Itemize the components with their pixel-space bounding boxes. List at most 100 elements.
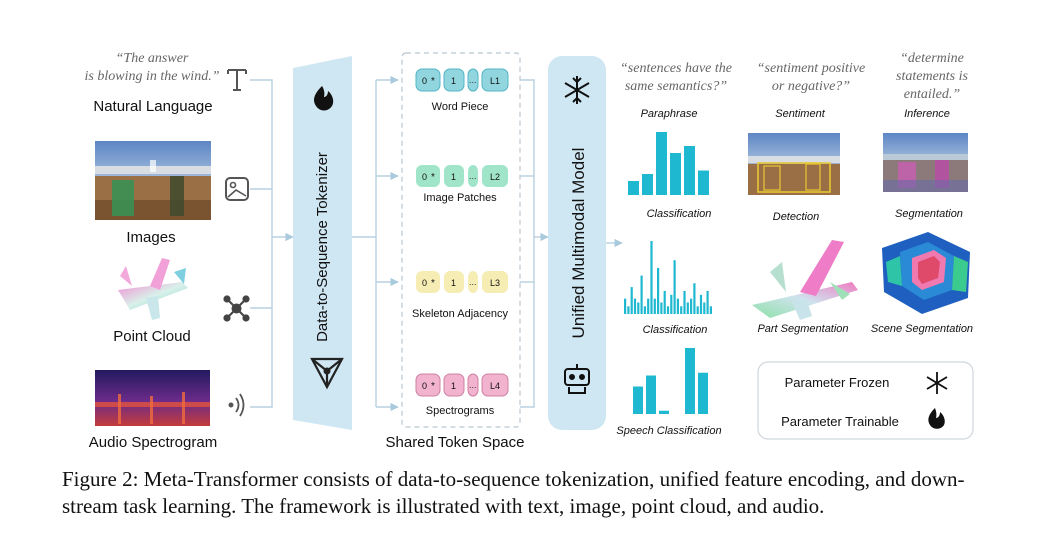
- token-model-connectors: [520, 79, 549, 408]
- token-cell: [416, 165, 440, 187]
- token-cell: [415, 68, 441, 92]
- bar: [670, 294, 673, 314]
- classification-label-2: Classification: [643, 324, 708, 336]
- bar: [703, 302, 706, 314]
- shared-token-space-label: Shared Token Space: [386, 434, 525, 451]
- token-space-box: [401, 52, 521, 428]
- image-icon: [225, 177, 249, 201]
- bar: [646, 375, 656, 414]
- legend-frozen-label: Parameter Frozen: [785, 375, 890, 390]
- bar: [650, 241, 653, 314]
- token-index-0: 0: [422, 381, 427, 391]
- robot-icon: [564, 364, 590, 394]
- part-segmentation-airplane: [752, 240, 858, 320]
- part-segmentation-label: Part Segmentation: [757, 323, 848, 335]
- token-group-label: Skeleton Adjacency: [412, 308, 509, 320]
- token-cell: [482, 165, 508, 187]
- token-cell: [444, 271, 464, 293]
- modality-connectors: [250, 79, 294, 408]
- text-icon: [227, 69, 247, 91]
- token-index-1: 1: [451, 172, 456, 182]
- text-quote-line2: is blowing in the wind.”: [85, 69, 220, 84]
- bar: [698, 372, 708, 414]
- detection-label: Detection: [773, 211, 819, 223]
- fire-icon: [314, 86, 334, 111]
- token-index-0: 0: [422, 172, 427, 182]
- bar: [624, 298, 627, 314]
- harbor-image: [95, 141, 211, 220]
- token-cell: [481, 373, 509, 397]
- tokenizer-block: [293, 56, 352, 430]
- token-cell: [443, 68, 465, 92]
- bar: [628, 181, 639, 195]
- tokenizer-label: Data-to-Sequence Tokenizer: [314, 152, 331, 342]
- classification-label-1: Classification: [647, 208, 712, 220]
- triangle-graph-icon: [310, 357, 344, 390]
- bar-chart: [633, 348, 708, 415]
- token-star: *: [431, 381, 435, 392]
- figure-caption: Figure 2: Meta-Transformer consists of d…: [62, 467, 965, 518]
- bar: [706, 290, 709, 314]
- snowflake-icon: [564, 76, 590, 104]
- token-cell: [468, 165, 478, 187]
- quote-inference-2: statements is: [896, 69, 968, 84]
- unified-model-block: [548, 56, 606, 430]
- token-cell: [443, 373, 465, 397]
- detection-image: [748, 133, 840, 195]
- bar: [659, 410, 669, 414]
- token-end-label: L2: [490, 172, 500, 182]
- token-index-0: 0: [422, 278, 427, 288]
- bar: [686, 302, 689, 314]
- quote-inference-3: entailed.”: [904, 87, 961, 102]
- token-cell: [482, 271, 508, 293]
- token-index-1: 1: [451, 76, 456, 86]
- token-end-label: L4: [490, 381, 500, 391]
- segmentation-label: Segmentation: [895, 208, 963, 220]
- token-cell: [467, 373, 479, 397]
- token-end-label: L1: [490, 76, 500, 86]
- bar: [633, 386, 643, 414]
- bar: [630, 287, 633, 314]
- bar: [627, 306, 630, 314]
- token-cell: [467, 68, 479, 92]
- bar: [680, 306, 683, 314]
- quote-sentiment-1: “sentiment positive: [757, 61, 866, 76]
- bar: [642, 174, 653, 195]
- bar: [696, 306, 699, 314]
- bar: [709, 306, 712, 314]
- airplane-point-cloud: [118, 258, 188, 320]
- bar: [683, 290, 686, 314]
- token-cell: [416, 271, 440, 293]
- bar: [673, 260, 676, 314]
- audio-icon: [228, 393, 245, 417]
- token-star: *: [431, 172, 435, 183]
- bar: [663, 290, 666, 314]
- paraphrase-label: Paraphrase: [641, 108, 698, 120]
- bar: [660, 302, 663, 314]
- token-index-1: 1: [451, 278, 456, 288]
- bar: [685, 348, 695, 414]
- audio-spectrogram-label: Audio Spectrogram: [89, 434, 217, 451]
- bar: [693, 283, 696, 314]
- bar: [670, 153, 681, 195]
- scene-segmentation-label: Scene Segmentation: [871, 323, 973, 335]
- segmentation-image: [883, 133, 968, 192]
- bar: [684, 146, 695, 195]
- token-index-1: 1: [451, 381, 456, 391]
- token-ellipsis: ...: [469, 75, 477, 85]
- bar: [647, 298, 650, 314]
- unified-model-label: Unified Multimodal Model: [569, 148, 588, 339]
- token-cell: [481, 68, 509, 92]
- quote-paraphrase-1: “sentences have the: [620, 61, 732, 76]
- tokenizer-connectors: [352, 75, 399, 412]
- token-star: *: [431, 278, 435, 289]
- token-cell: [444, 165, 464, 187]
- task-bar-charts: [624, 132, 712, 415]
- bar: [640, 275, 643, 314]
- token-ellipsis: ...: [469, 380, 477, 390]
- scene-segmentation-room: [882, 232, 970, 314]
- token-ellipsis: ...: [469, 171, 477, 181]
- legend-trainable-label: Parameter Trainable: [781, 414, 899, 429]
